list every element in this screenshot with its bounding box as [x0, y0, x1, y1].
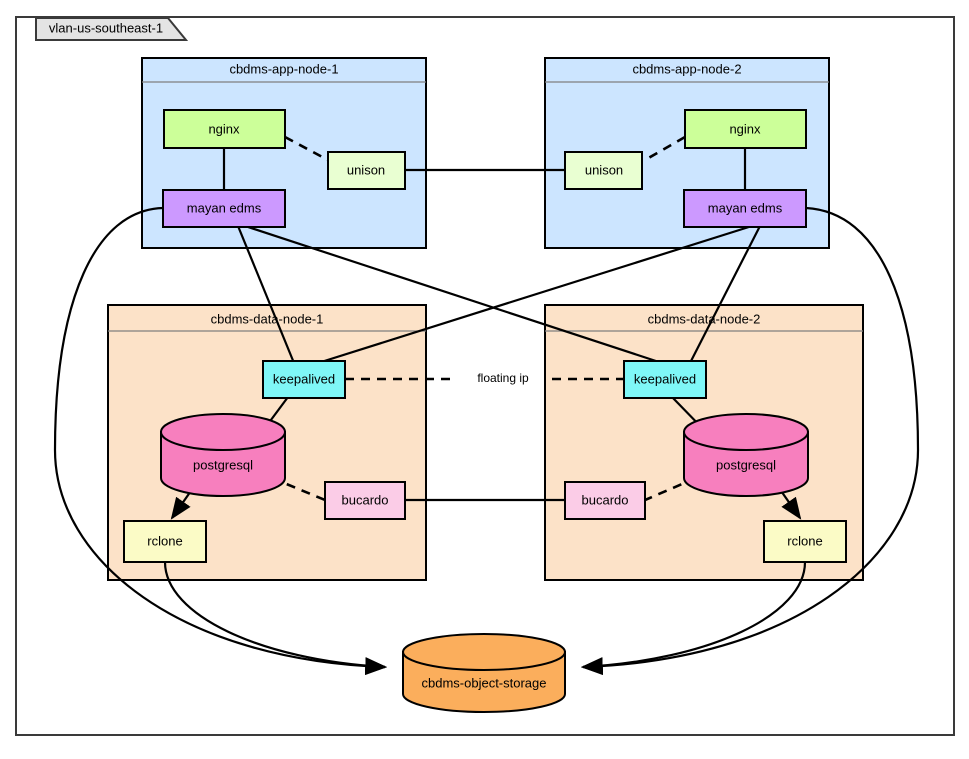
node-label-postgresql-2: postgresql — [716, 457, 776, 472]
node-mayan-edms-2[interactable]: mayan edms — [683, 189, 807, 228]
node-label-nginx-2: nginx — [729, 121, 761, 136]
node-label-keepalived-2: keepalived — [634, 371, 696, 386]
node-label-rclone-2: rclone — [787, 533, 822, 548]
node-bucardo-1[interactable]: bucardo — [324, 481, 406, 520]
node-unison-2[interactable]: unison — [564, 151, 643, 190]
group-title-app-node-2: cbdms-app-node-2 — [632, 61, 741, 76]
node-keepalived-2[interactable]: keepalived — [623, 360, 707, 399]
edge-nginx1-unison1 — [284, 135, 329, 162]
node-label-mayan-edms-1: mayan edms — [187, 200, 262, 215]
node-label-nginx-1: nginx — [208, 121, 240, 136]
node-keepalived-1[interactable]: keepalived — [262, 360, 346, 399]
node-mayan-edms-1[interactable]: mayan edms — [162, 189, 286, 228]
edge-label-floating-ip: floating ip — [477, 371, 529, 385]
edge-mayan2-keepalived1 — [317, 224, 753, 365]
node-rclone-2[interactable]: rclone — [763, 520, 847, 563]
edge-rclone1-object-storage — [163, 561, 388, 675]
node-label-rclone-1: rclone — [147, 533, 182, 548]
group-title-app-node-1: cbdms-app-node-1 — [229, 61, 338, 76]
node-label-keepalived-1: keepalived — [273, 371, 335, 386]
edge-mayan2-keepalived2 — [689, 225, 761, 364]
node-object-storage[interactable]: cbdms-object-storage — [402, 633, 566, 713]
node-label-mayan-edms-2: mayan edms — [708, 200, 783, 215]
node-bucardo-2[interactable]: bucardo — [564, 481, 646, 520]
node-rclone-1[interactable]: rclone — [123, 520, 207, 563]
node-label-bucardo-2: bucardo — [582, 492, 629, 507]
node-postgresql-1[interactable]: postgresql — [160, 413, 286, 497]
node-label-object-storage: cbdms-object-storage — [422, 675, 547, 690]
node-label-unison-2: unison — [585, 162, 623, 177]
edge-mayan2-object-storage — [580, 206, 920, 676]
edge-rclone2-object-storage — [580, 561, 807, 675]
edge-mayan1-keepalived2 — [244, 224, 663, 365]
group-title-data-node-2: cbdms-data-node-2 — [648, 311, 761, 326]
node-label-bucardo-1: bucardo — [342, 492, 389, 507]
node-unison-1[interactable]: unison — [327, 151, 406, 190]
vlan-tab-label: vlan-us-southeast-1 — [49, 20, 163, 35]
edge-nginx2-unison2 — [644, 135, 686, 162]
edge-mayan1-keepalived1 — [236, 225, 296, 364]
node-nginx-1[interactable]: nginx — [163, 109, 286, 149]
vlan-frame: vlan-us-southeast-1 — [15, 16, 955, 736]
node-label-unison-1: unison — [347, 162, 385, 177]
edge-mayan1-object-storage — [53, 206, 388, 676]
node-nginx-2[interactable]: nginx — [684, 109, 807, 149]
node-label-postgresql-1: postgresql — [193, 457, 253, 472]
group-title-data-node-1: cbdms-data-node-1 — [211, 311, 324, 326]
node-postgresql-2[interactable]: postgresql — [683, 413, 809, 497]
